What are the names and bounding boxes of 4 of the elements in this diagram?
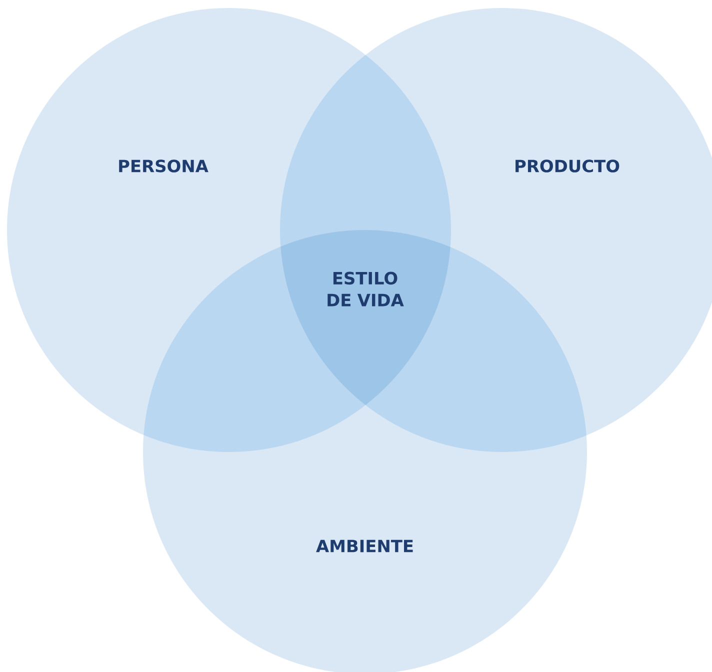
circle-label: PERSONA <box>119 160 208 172</box>
circle-label: PRODUCTO <box>516 160 620 172</box>
region-label: ESTILO DE VIDA <box>328 272 404 306</box>
circle-label: AMBIENTE <box>316 540 413 552</box>
